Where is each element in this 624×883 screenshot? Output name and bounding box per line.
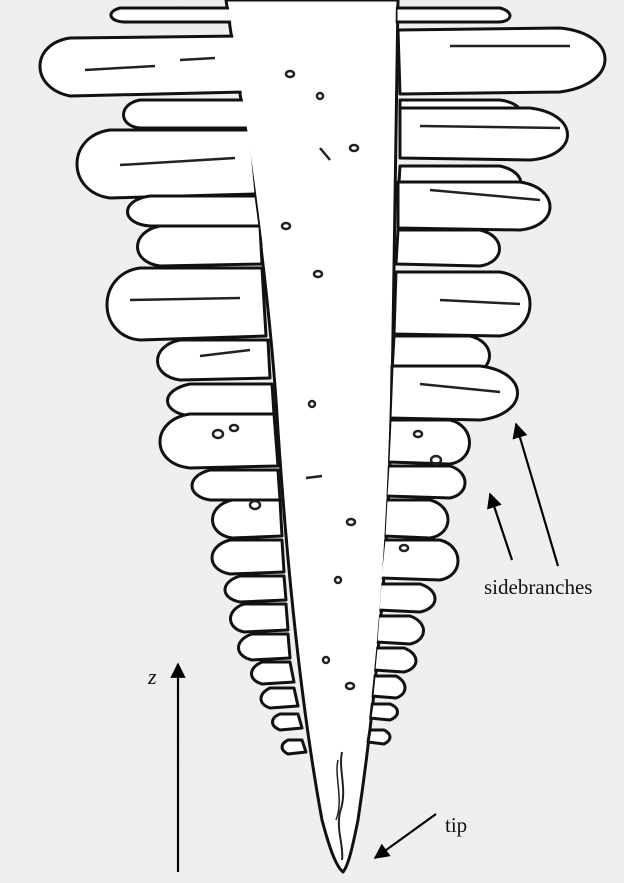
tip-label: tip [445,813,467,837]
z-axis-label: z [147,664,157,689]
sidebranches-label: sidebranches [484,575,592,599]
